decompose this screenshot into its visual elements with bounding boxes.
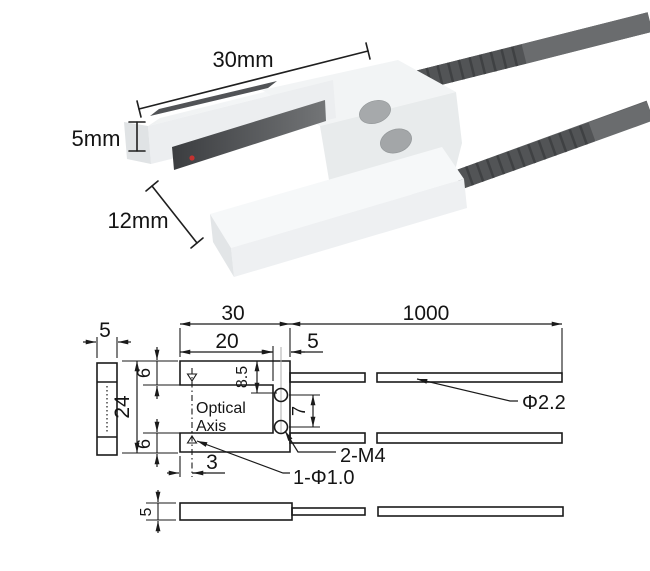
optical-axis: Optical Axis — [186, 368, 246, 477]
dim-20: 20 — [179, 330, 274, 381]
optical-axis-label-1: Optical — [196, 400, 246, 417]
leader-line — [284, 430, 336, 453]
bottom-view-body — [179, 502, 293, 521]
dim-1000: 1000 — [290, 302, 563, 375]
lower-cable — [454, 100, 650, 190]
callout-cable-dia: Φ2.2 — [416, 378, 566, 414]
dim-label-20: 20 — [215, 330, 238, 353]
dim-label-24: 24 — [111, 395, 134, 419]
aperture-label: 1-Φ1.0 — [293, 467, 355, 489]
axis-marker-up — [186, 434, 198, 444]
axis-marker-down — [186, 373, 198, 383]
photo-dim-height: 5mm — [72, 121, 146, 152]
cable-bottom-segment2 — [376, 432, 563, 444]
top-slot-groove — [150, 81, 277, 116]
dim-label-side-5: 5 — [99, 319, 111, 342]
screw-hole-top — [273, 387, 289, 403]
dim-6-top: 6 — [134, 347, 180, 399]
led-indicator — [189, 155, 195, 161]
upper-cable — [393, 12, 650, 96]
product-photo: 30mm 5mm 12mm — [72, 12, 650, 277]
callout-thread: 2-M4 — [284, 430, 386, 467]
lower-arm-end-face — [210, 214, 234, 277]
photo-dim-depth: 12mm — [107, 180, 204, 249]
dim-label-bottom-5: 5 — [138, 507, 155, 516]
sensor-body — [124, 60, 467, 277]
optical-axis-label-2: Axis — [196, 418, 226, 435]
dim-line-12mm — [151, 185, 198, 244]
leader-line — [416, 378, 518, 402]
mounting-hole-top — [359, 100, 391, 124]
dim-tick — [145, 180, 159, 192]
mounting-hole-bottom — [380, 128, 412, 154]
dim-label-5: 5 — [307, 330, 319, 353]
dim-label-5mm: 5mm — [72, 126, 121, 151]
photo-dim-width: 30mm — [136, 42, 371, 118]
screw-hole-bottom — [273, 419, 289, 435]
lower-cable-ribbed — [454, 122, 596, 190]
leader-line — [196, 440, 290, 474]
dim-3: 3 — [167, 451, 225, 477]
upper-cable-smooth — [521, 12, 650, 64]
cable-bottom-segment1 — [289, 432, 366, 444]
dim-label-1000: 1000 — [403, 302, 450, 325]
lower-arm-top-face — [210, 147, 464, 248]
cable-top-segment2 — [376, 372, 563, 383]
lower-arm-front-face — [231, 179, 467, 277]
dim-24: 24 — [111, 360, 178, 454]
bottom-view: 5 — [138, 490, 564, 533]
thread-label: 2-M4 — [340, 445, 386, 467]
dim-line-30mm — [138, 50, 369, 110]
dim-label-7: 7 — [289, 406, 309, 416]
dim-7: 7 — [289, 394, 320, 428]
side-view-outline — [96, 362, 118, 456]
front-view: 30 1000 20 5 — [111, 302, 566, 489]
dim-label-6-bottom: 6 — [134, 439, 154, 449]
cable-top-segment1 — [289, 372, 366, 383]
dim-label-30mm: 30mm — [212, 47, 273, 72]
dim-5-edge: 5 — [261, 330, 323, 355]
callout-aperture: 1-Φ1.0 — [196, 440, 355, 489]
lower-cable-smooth — [588, 101, 650, 142]
side-view: 5 — [83, 319, 131, 456]
technical-drawing: 5 30 1000 — [83, 302, 566, 533]
lower-cable-ribs — [454, 122, 596, 190]
dim-tick — [365, 42, 371, 60]
dim-label-6-top: 6 — [134, 368, 154, 378]
bottom-cable-segment2 — [377, 506, 564, 517]
dim-6-bottom: 6 — [134, 419, 180, 467]
dim-tick — [190, 237, 204, 249]
cable-dia-label: Φ2.2 — [522, 392, 566, 414]
dim-label-3: 3 — [206, 451, 218, 474]
dim-label-30: 30 — [221, 302, 244, 325]
bottom-cable-segment1 — [291, 507, 366, 516]
optical-window — [172, 100, 326, 170]
dim-8p5: 8.5 — [234, 361, 277, 394]
dim-label-12mm: 12mm — [107, 208, 168, 233]
dim-label-8p5: 8.5 — [234, 366, 251, 388]
dim-tick — [136, 100, 142, 118]
